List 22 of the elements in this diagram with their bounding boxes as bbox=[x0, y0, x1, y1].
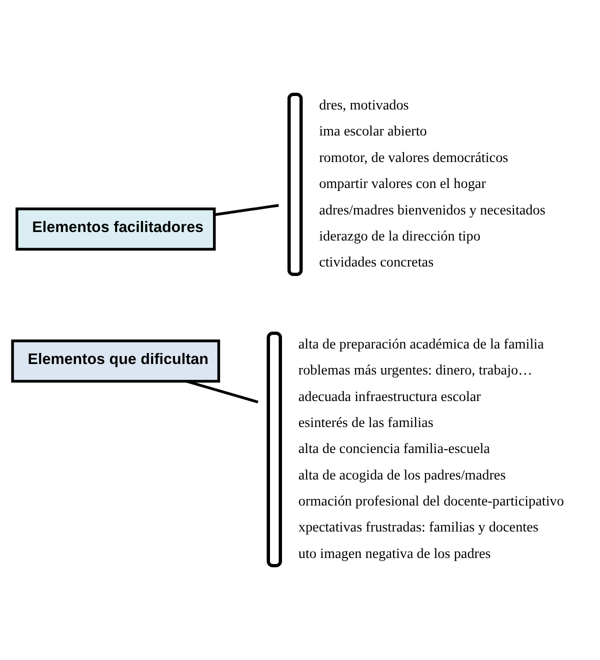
node-label: ima escolar abierto bbox=[319, 124, 427, 140]
node-label: xpectativas frustradas: familias y docentes bbox=[298, 520, 538, 536]
node-box bbox=[287, 92, 303, 276]
node-label: ompartir valores con el hogar bbox=[319, 176, 486, 192]
node-box: Elementos que dificultan bbox=[11, 340, 220, 383]
node-label: romotor, de valores democráticos bbox=[319, 150, 508, 166]
node-label: uto imagen negativa de los padres bbox=[298, 546, 491, 562]
node-box: Elementos facilitadores bbox=[16, 208, 216, 251]
node-label: esinterés de las familias bbox=[298, 414, 434, 431]
node-label: roblemas más urgentes: dinero, trabajo… bbox=[298, 362, 532, 379]
connector bbox=[214, 204, 279, 216]
node-label: adres/madres bienvenidos y necesitados bbox=[319, 202, 546, 218]
node-label: dres, motivados bbox=[319, 98, 409, 114]
node-label: alta de conciencia familia-escuela bbox=[298, 441, 490, 458]
node-label: alta de preparación académica de la familia bbox=[298, 336, 544, 352]
node-label: ctividades concretas bbox=[319, 254, 434, 271]
node-label: ormación profesional del docente-participativo bbox=[298, 494, 564, 510]
connector bbox=[186, 380, 258, 404]
node-box bbox=[266, 332, 282, 568]
node-label: iderazgo de la dirección tipo bbox=[319, 228, 480, 244]
node-label: alta de acogida de los padres/madres bbox=[298, 467, 506, 484]
node-label: adecuada infraestructura escolar bbox=[298, 388, 481, 405]
